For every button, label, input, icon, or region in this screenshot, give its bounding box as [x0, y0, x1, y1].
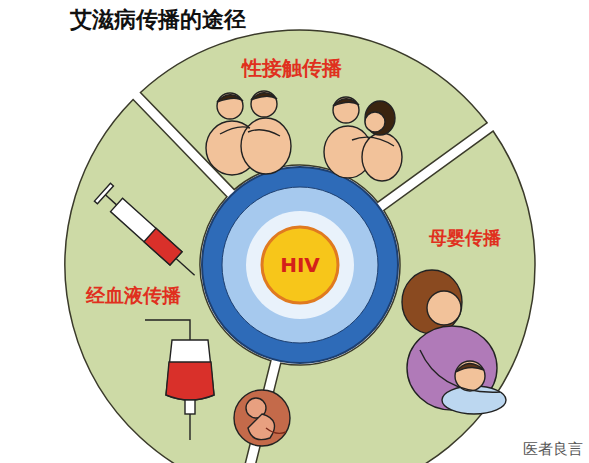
syringe-icon — [111, 198, 182, 265]
infusion-bag-icon — [166, 362, 214, 400]
male-couple-figure — [241, 118, 291, 174]
infusion-bag-icon — [145, 320, 214, 440]
fetus-icon — [266, 428, 286, 433]
couple-figure — [352, 137, 394, 146]
hub-ring — [202, 167, 398, 363]
couple-figure — [365, 101, 395, 135]
hub-ring — [222, 187, 378, 343]
male-couple-figure — [248, 130, 280, 136]
hub-ring — [246, 211, 354, 319]
watermark: 医者良言 — [523, 440, 583, 458]
route-label: 经血液传播 — [86, 284, 181, 307]
infusion-bag-icon — [166, 340, 214, 400]
mother-baby-figure — [427, 291, 461, 325]
hiv-hub-circle — [262, 227, 338, 303]
fetus-icon — [234, 390, 290, 446]
infusion-bag-icon — [185, 400, 195, 414]
couple-figure — [333, 99, 359, 106]
couple-figure — [324, 97, 402, 181]
syringe-icon — [94, 183, 113, 204]
route-sector — [248, 131, 535, 463]
mother-baby-figure — [402, 270, 462, 334]
fetus-icon — [234, 390, 290, 446]
mother-baby-figure — [420, 350, 500, 392]
male-couple-figure — [217, 95, 243, 102]
couple-figure — [333, 97, 359, 123]
fetus-icon — [248, 414, 275, 440]
syringe-icon — [94, 183, 202, 284]
syringe-icon — [105, 195, 116, 205]
syringe-icon — [176, 258, 195, 275]
infusion-bag-icon — [145, 320, 190, 340]
route-label: 母婴传播 — [429, 227, 501, 249]
male-couple-figure — [251, 91, 277, 117]
diagram-title: 艾滋病传播的途径 — [70, 6, 246, 32]
couple-figure — [365, 112, 385, 132]
male-couple-figure — [217, 93, 243, 119]
mother-baby-figure — [456, 363, 484, 372]
male-couple-figure — [206, 91, 291, 175]
hub-label: HIV — [280, 253, 320, 277]
male-couple-figure — [251, 93, 277, 100]
infusion-bag-icon — [189, 414, 190, 440]
route-label: 性接触传播 — [242, 56, 342, 80]
hiv-hub-circle: HIV — [260, 225, 340, 305]
male-couple-figure — [220, 127, 250, 134]
mother-baby-figure — [402, 270, 506, 414]
